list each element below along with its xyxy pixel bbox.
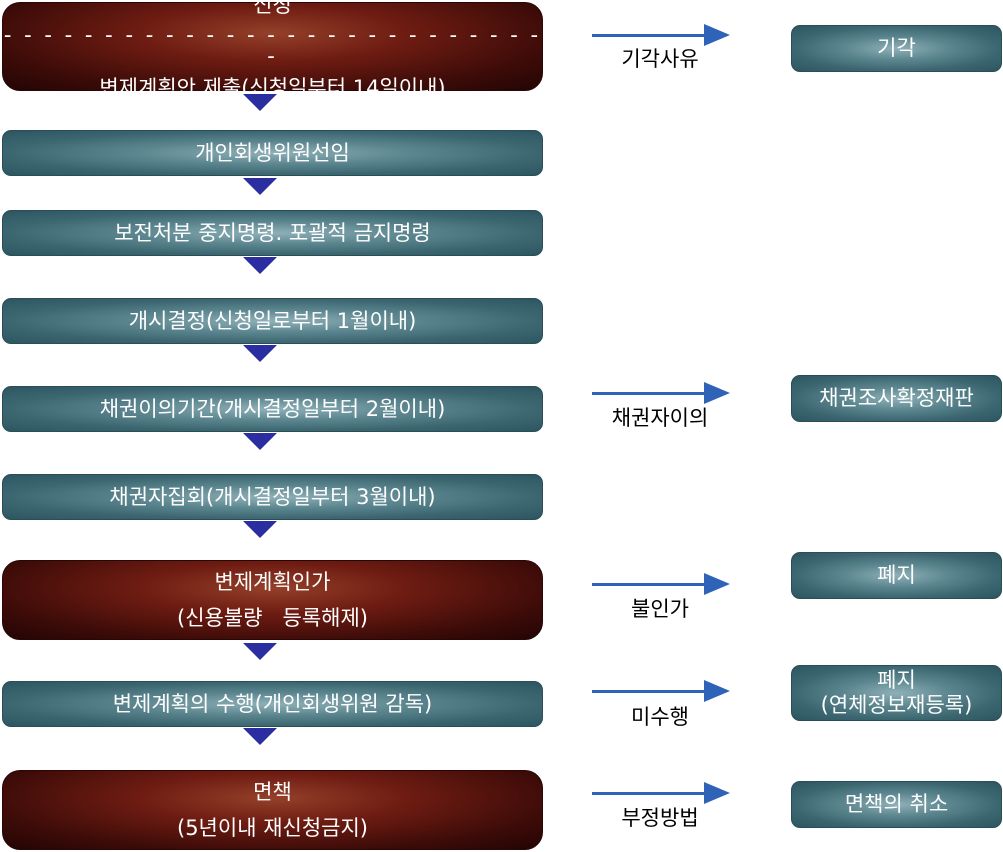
step-preservation-order: 보전처분 중지명령. 포괄적 금지명령: [2, 210, 543, 256]
step-discharge-title: 면책: [253, 779, 292, 804]
result-abolition-2-line1: 폐지: [877, 667, 916, 692]
step-plan-approval-sub: (신용불량 등록해제): [177, 606, 368, 630]
result-dismissal-label: 기각: [877, 36, 916, 61]
branch-arrow-objection: [592, 382, 730, 404]
flow-arrow-down-1: [243, 94, 277, 111]
result-claim-review-trial: 채권조사확정재판: [791, 375, 1002, 422]
step-commissioner-appointment-label: 개인회생위원선임: [195, 140, 350, 165]
step-application: 신청 - - - - - - - - - - - - - - - - - - -…: [2, 0, 543, 100]
result-abolition-2: 폐지 (연체정보재등록): [791, 665, 1002, 721]
result-discharge-cancellation-label: 면책의 취소: [844, 792, 949, 817]
result-discharge-cancellation: 면책의 취소: [791, 781, 1002, 828]
step-commencement-decision-label: 개시결정(신청일로부터 1월이내): [128, 308, 417, 333]
step-objection-period-label: 채권이의기간(개시결정일부터 2월이내): [99, 396, 446, 421]
result-abolition-2-line2: (연체정보재등록): [820, 693, 973, 717]
result-dismissal: 기각: [791, 25, 1002, 72]
step-plan-performance-label: 변제계획의 수행(개인회생위원 감독): [112, 691, 433, 716]
result-abolition-1-label: 폐지: [877, 563, 916, 588]
branch-arrow-non-performance: [592, 680, 730, 702]
result-claim-review-trial-label: 채권조사확정재판: [819, 386, 974, 411]
step-application-separator: - - - - - - - - - - - - - - - - - - - - …: [3, 22, 542, 68]
flow-arrow-down-6: [243, 521, 277, 538]
branch-label-fraud: 부정방법: [621, 806, 699, 830]
flow-arrow-down-5: [243, 433, 277, 450]
step-objection-period: 채권이의기간(개시결정일부터 2월이내): [2, 386, 543, 432]
branch-label-dismissal: 기각사유: [621, 47, 699, 71]
step-preservation-order-label: 보전처분 중지명령. 포괄적 금지명령: [114, 220, 431, 245]
step-commissioner-appointment: 개인회생위원선임: [2, 130, 543, 176]
branch-arrow-dismissal: [592, 24, 730, 46]
step-application-title: 신청: [253, 0, 292, 18]
branch-label-non-approval: 불인가: [631, 597, 689, 621]
result-abolition-1: 폐지: [791, 552, 1002, 599]
branch-label-non-performance: 미수행: [631, 705, 689, 729]
step-plan-approval-title: 변제계획인가: [214, 569, 331, 594]
step-discharge: 면책 (5년이내 재신청금지): [2, 770, 543, 850]
branch-label-objection: 채권자이의: [611, 406, 709, 430]
step-creditors-meeting-label: 채권자집회(개시결정일부터 3월이내): [109, 484, 436, 509]
branch-arrow-non-approval: [592, 573, 730, 595]
flow-arrow-down-4: [243, 345, 277, 362]
flow-arrow-down-3: [243, 257, 277, 274]
step-creditors-meeting: 채권자집회(개시결정일부터 3월이내): [2, 474, 543, 520]
flow-arrow-down-8: [243, 728, 277, 745]
step-discharge-sub: (5년이내 재신청금지): [177, 816, 368, 840]
flow-arrow-down-2: [243, 178, 277, 195]
step-commencement-decision: 개시결정(신청일로부터 1월이내): [2, 298, 543, 344]
step-plan-performance: 변제계획의 수행(개인회생위원 감독): [2, 681, 543, 727]
branch-arrow-fraud: [592, 782, 730, 804]
step-plan-approval: 변제계획인가 (신용불량 등록해제): [2, 560, 543, 640]
flow-arrow-down-7: [243, 643, 277, 660]
